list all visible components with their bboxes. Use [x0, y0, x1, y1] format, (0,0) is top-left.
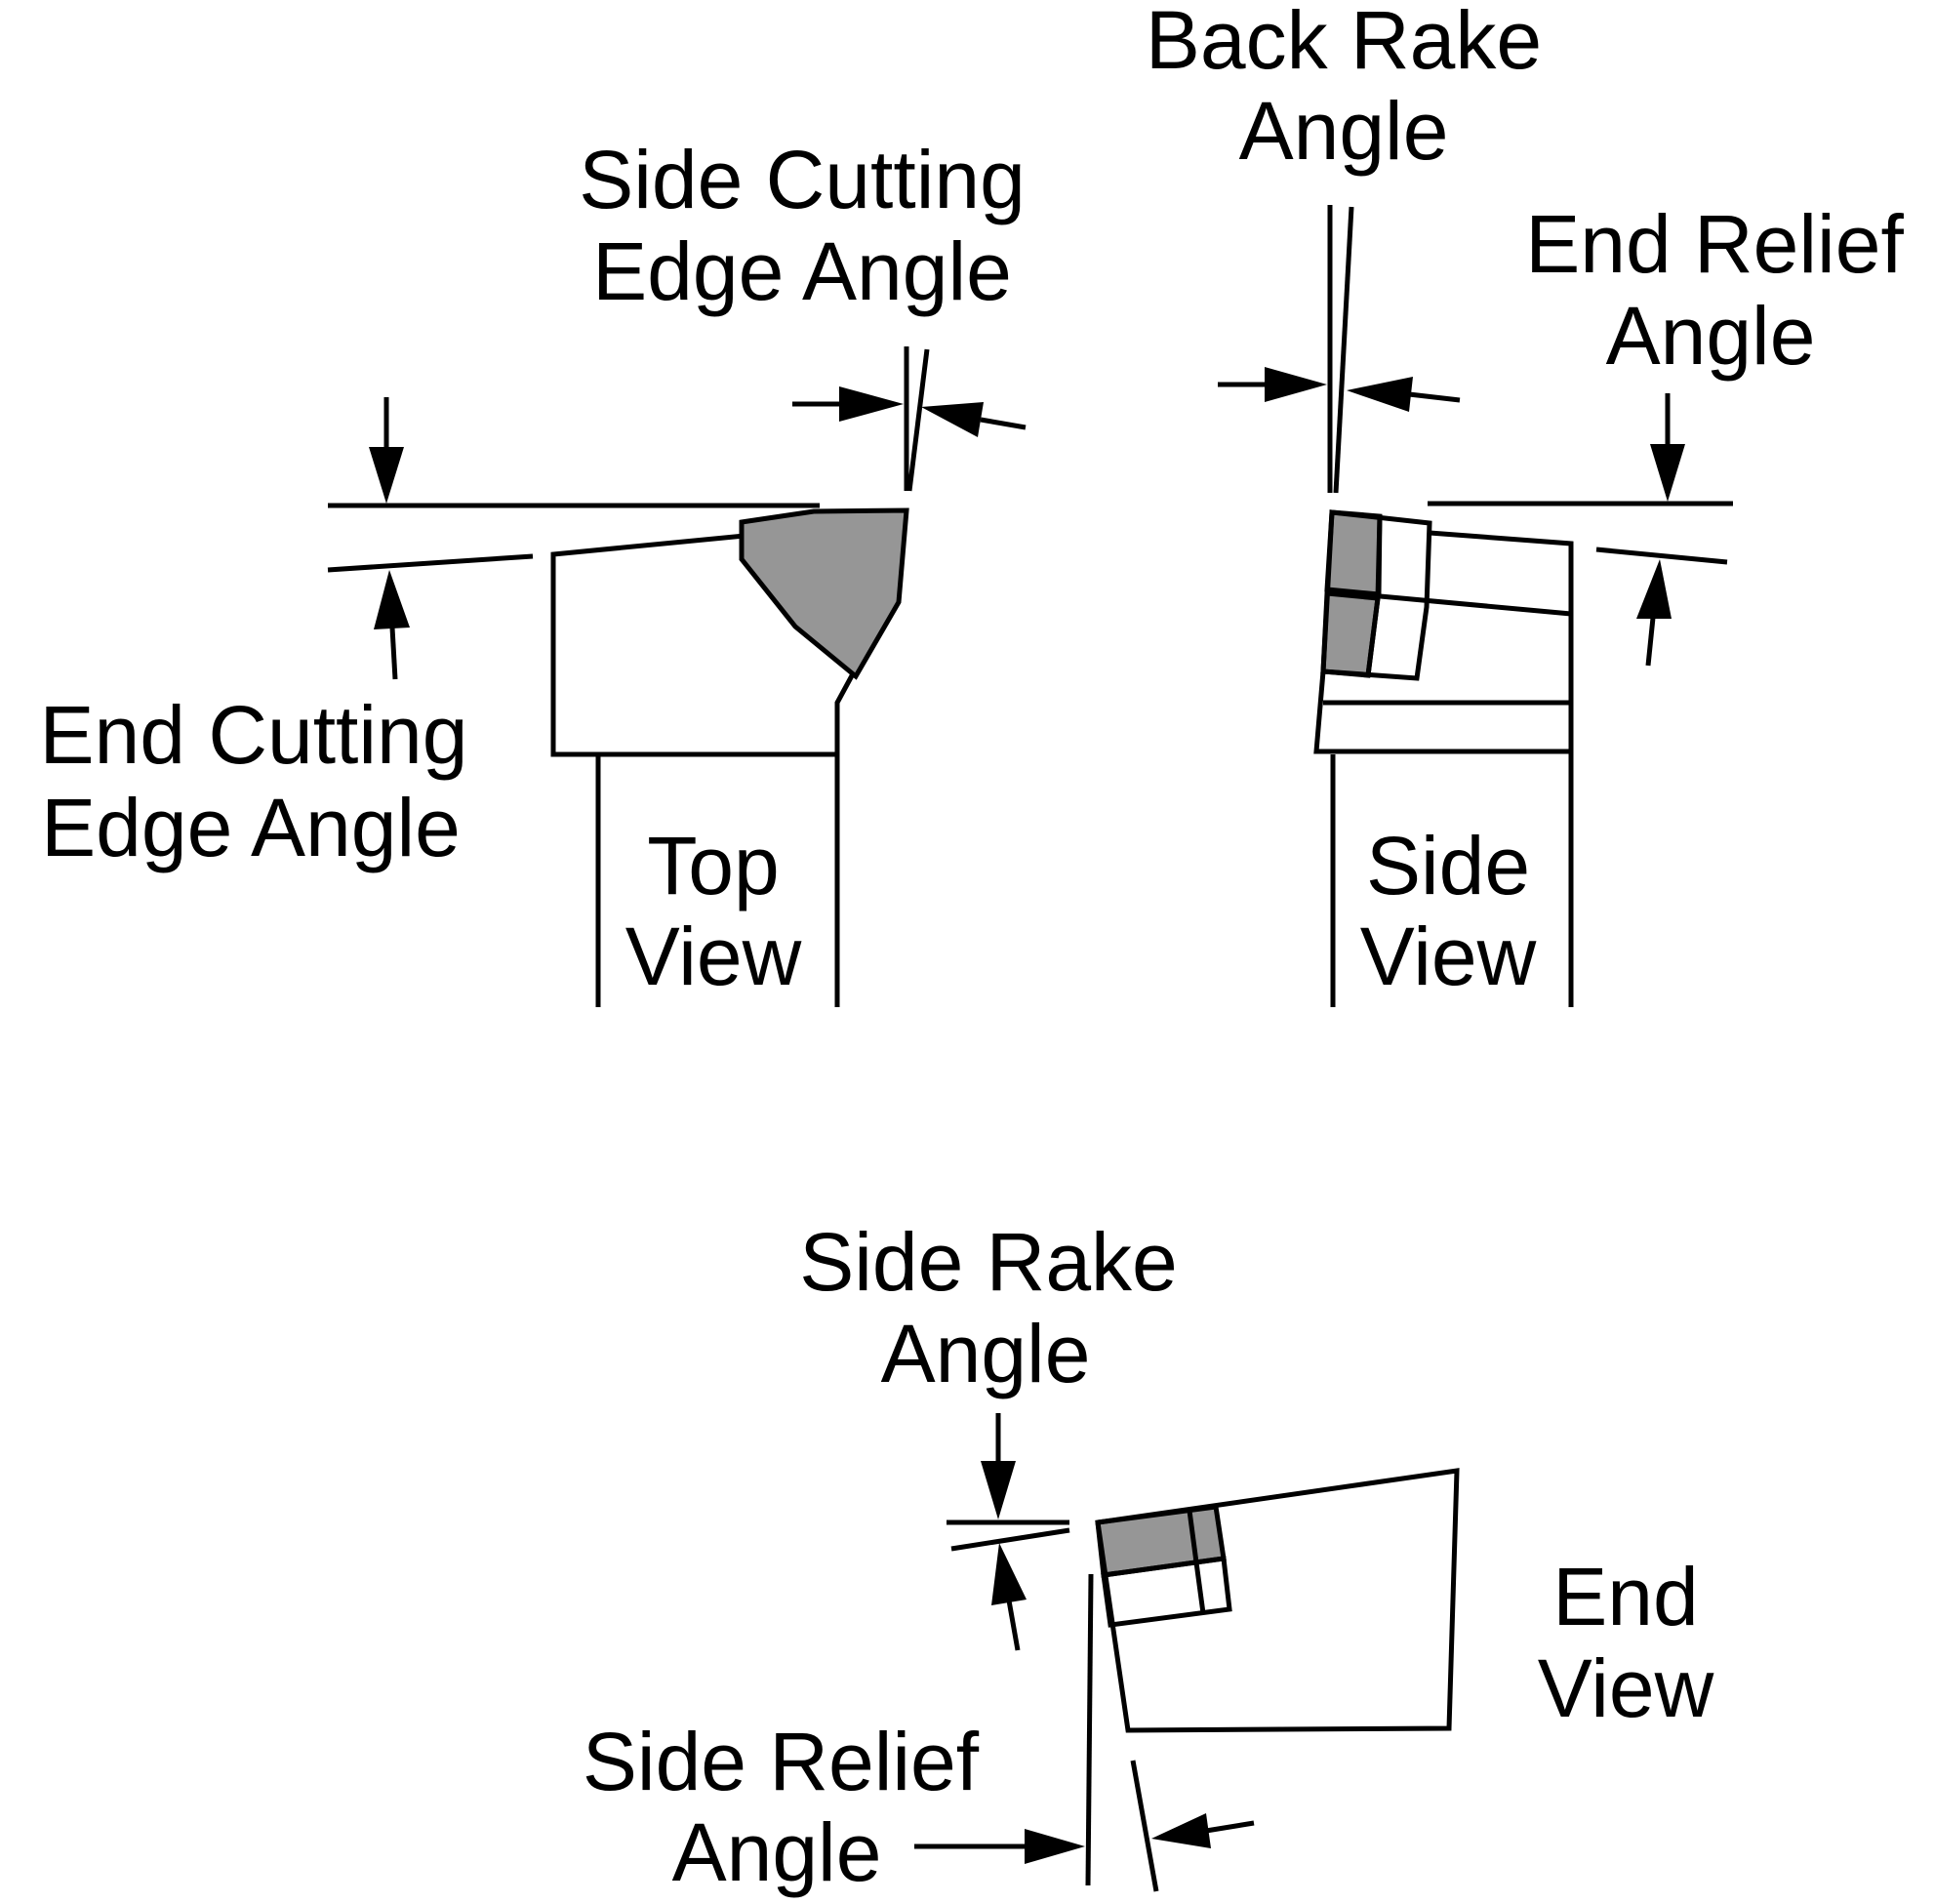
- side-view-insert-top: [1324, 509, 1383, 597]
- labels: Back Rake Angle Side Cutting Edge Angle …: [40, 0, 1905, 1898]
- side-rake-arrow-up: [1006, 1600, 1021, 1651]
- side-relief-label-line1: Side Relief: [583, 1716, 980, 1807]
- back-rake-arrowhead-right: [1347, 377, 1413, 412]
- end-view-insert-divider: [1187, 1510, 1199, 1563]
- top-view: [327, 346, 1027, 1007]
- end-view-chipbreaker-divider: [1193, 1561, 1206, 1614]
- top-view-insert: [739, 507, 909, 680]
- side-view-insert-divider-lower: [1365, 597, 1381, 676]
- side-rake-label-line2: Angle: [881, 1308, 1091, 1399]
- end-cutting-arrow-up: [389, 627, 398, 680]
- top-view-label-line1: Top: [647, 820, 779, 911]
- end-view-label-line1: End: [1552, 1551, 1698, 1642]
- back-rake-angled-line: [1333, 206, 1354, 494]
- side-cutting-arrowhead-right: [921, 402, 984, 437]
- top-view-shank-outline: [550, 529, 836, 757]
- side-cutting-arrowhead-left: [839, 386, 904, 422]
- side-cutting-label-line1: Side Cutting: [579, 134, 1026, 225]
- side-cutting-arrow-right: [980, 417, 1027, 430]
- side-rake-angled-line: [950, 1527, 1070, 1552]
- end-cutting-label-line2: Edge Angle: [41, 782, 461, 873]
- end-view-body-outline: [1095, 1468, 1460, 1733]
- end-view: [914, 1413, 1460, 1892]
- side-view-label-line2: View: [1360, 911, 1537, 1002]
- side-cutting-label-line2: Edge Angle: [592, 225, 1012, 317]
- end-view-label-line2: View: [1538, 1642, 1714, 1734]
- side-view-shank-top: [1429, 530, 1574, 754]
- back-rake-label-line2: Angle: [1239, 85, 1449, 177]
- end-cutting-label-line1: End Cutting: [40, 689, 468, 781]
- back-rake-arrowhead-left: [1265, 367, 1327, 402]
- side-relief-reference-line: [1085, 1573, 1094, 1886]
- end-relief-arrowhead-down: [1650, 444, 1685, 502]
- top-view-shank-right-edge: [834, 667, 859, 1007]
- top-view-end-cutting-extension: [327, 553, 534, 573]
- side-view-insert-divider: [1375, 515, 1383, 599]
- side-view-shank-bottom: [1313, 670, 1571, 754]
- end-relief-arrowhead-up: [1636, 559, 1672, 619]
- side-rake-label-line1: Side Rake: [799, 1216, 1178, 1308]
- end-cutting-arrowhead-down: [369, 447, 404, 504]
- top-view-label-line2: View: [625, 911, 802, 1002]
- end-cutting-arrowhead-up: [374, 570, 410, 629]
- side-relief-angled-line: [1130, 1760, 1159, 1892]
- side-relief-arrowhead-right: [1151, 1813, 1211, 1848]
- side-view-shank-stripe: [1326, 588, 1572, 617]
- side-view: [1218, 205, 1733, 1007]
- back-rake-label-line1: Back Rake: [1146, 0, 1542, 86]
- end-relief-label-line1: End Relief: [1525, 198, 1904, 290]
- end-relief-arrow-up: [1645, 617, 1656, 667]
- end-relief-label-line2: Angle: [1606, 290, 1816, 382]
- side-rake-arrowhead-up: [991, 1543, 1027, 1605]
- side-relief-arrowhead-left: [1025, 1829, 1085, 1864]
- back-rake-arrow-right: [1408, 391, 1461, 403]
- side-view-label-line1: Side: [1366, 820, 1530, 911]
- side-view-insert-outline: [1320, 509, 1432, 681]
- side-cutting-edge-angled-line: [907, 348, 930, 492]
- side-relief-label-line2: Angle: [672, 1806, 882, 1898]
- side-rake-arrowhead-down: [981, 1461, 1016, 1519]
- side-relief-arrow-right: [1205, 1820, 1255, 1834]
- end-relief-angled-line: [1595, 547, 1728, 565]
